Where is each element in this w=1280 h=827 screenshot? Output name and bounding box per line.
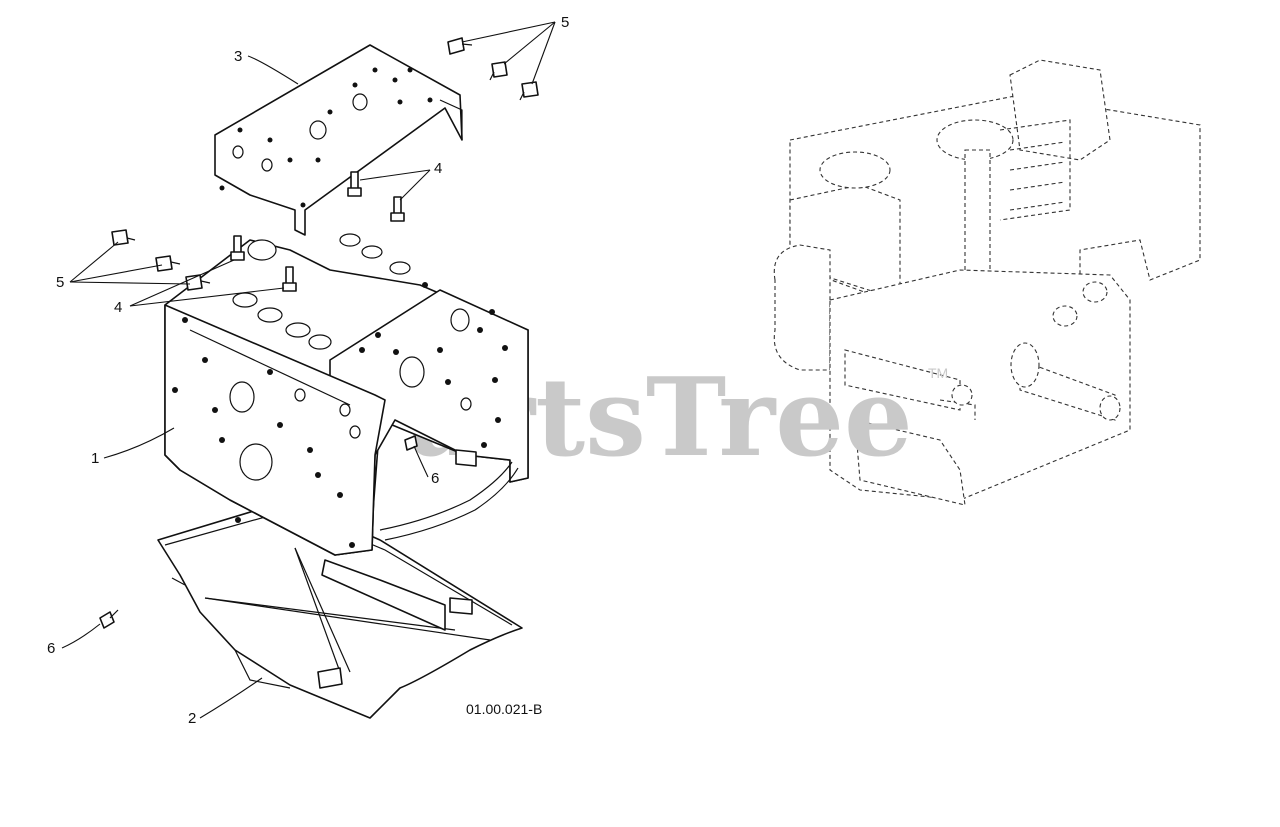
callout-6-left: 6 <box>47 640 55 657</box>
callout-4-top: 4 <box>434 160 442 177</box>
self-tapping-screw-icon <box>447 37 473 55</box>
drawing-number: 01.00.021-B <box>466 701 542 717</box>
stud-bolt-icon <box>347 171 362 197</box>
callout-2: 2 <box>188 710 196 727</box>
stud-bolt-icon <box>390 196 405 222</box>
main-frame <box>164 233 529 556</box>
callouts: 3 5 4 5 4 1 6 6 2 <box>47 14 569 727</box>
bottom-cover-plate <box>157 499 523 719</box>
callout-6-right: 6 <box>431 470 439 487</box>
fasteners-screws-5 <box>111 37 539 291</box>
screw-icon <box>99 609 119 629</box>
watermark-trademark: TM <box>928 365 948 381</box>
top-cover-bracket <box>214 44 463 236</box>
callout-3: 3 <box>234 48 242 65</box>
leader-lines <box>61 21 556 719</box>
self-tapping-screw-icon <box>185 274 211 291</box>
callout-5-top: 5 <box>561 14 569 31</box>
callout-4-left: 4 <box>114 299 122 316</box>
self-tapping-screw-icon <box>519 81 539 101</box>
fasteners-studs-4 <box>230 171 405 292</box>
self-tapping-screw-icon <box>155 255 181 272</box>
callout-1: 1 <box>91 450 99 467</box>
frame-bolt-holes <box>172 282 508 548</box>
callout-5-left: 5 <box>56 274 64 291</box>
self-tapping-screw-icon <box>489 61 508 81</box>
self-tapping-screw-icon <box>111 229 136 246</box>
stud-bolt-icon <box>282 266 297 292</box>
engine-outline <box>773 59 1201 506</box>
stud-bolt-icon <box>230 235 245 261</box>
